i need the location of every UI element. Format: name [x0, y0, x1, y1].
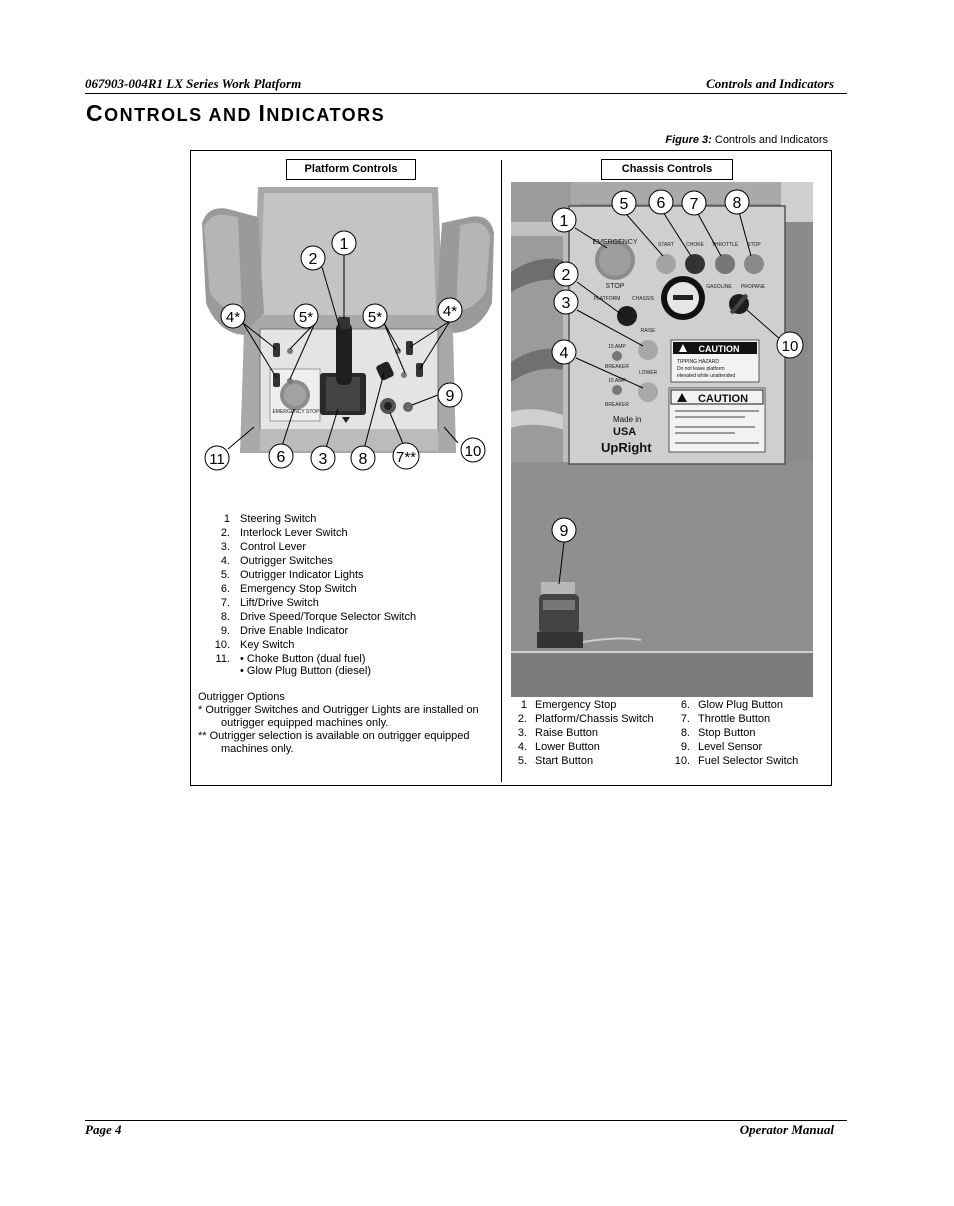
callout-c6: 6: [657, 195, 666, 212]
figure-frame: [190, 150, 832, 786]
breaker-label-2: BREAKER: [605, 402, 629, 408]
made-in-text: Made in: [613, 415, 641, 424]
caution-1-line1: TIPPING HAZARD: [677, 359, 719, 365]
callout-5b: 5*: [368, 309, 382, 326]
list-item: 10.Fuel Selector Switch: [674, 755, 799, 767]
chassis-emergency-text: EMERGENCY: [592, 239, 637, 246]
choke-label: CHOKE: [686, 242, 704, 248]
gasoline-label: GASOLINE: [706, 284, 732, 290]
start-label: START: [658, 242, 674, 248]
callout-4b: 4*: [443, 303, 457, 320]
caution-2-title: CAUTION: [698, 393, 748, 405]
callout-9: 9: [446, 388, 455, 405]
chassis-controls-label: Chassis Controls: [601, 159, 733, 180]
outrigger-options-heading: Outrigger Options: [198, 691, 285, 703]
platform-estop-text: EMERGENCY STOP: [272, 409, 320, 415]
callout-7: 7**: [396, 449, 416, 466]
throttle-label: THROTTLE: [712, 242, 739, 248]
list-item: 4.Lower Button: [517, 741, 600, 753]
list-item: • Glow Plug Button (diesel): [240, 665, 372, 677]
stop-label-small: STOP: [747, 242, 761, 248]
outrigger-note-2: ** Outrigger selection is available on o…: [198, 730, 470, 755]
callout-c2: 2: [562, 267, 571, 284]
list-item: 2.Platform/Chassis Switch: [517, 713, 654, 725]
list-item: 6.Emergency Stop Switch: [220, 583, 357, 595]
callout-c4: 4: [560, 345, 569, 362]
list-item: 8.Drive Speed/Torque Selector Switch: [220, 611, 417, 623]
platform-controls-label: Platform Controls: [286, 159, 416, 180]
callout-8: 8: [359, 451, 368, 468]
caution-1-title: CAUTION: [699, 344, 740, 354]
figure-caption: Figure 3: Controls and Indicators: [665, 134, 828, 146]
figure-divider: [501, 160, 502, 782]
list-item: 5.Start Button: [517, 755, 594, 767]
amp-label-2: 15 AMP: [608, 378, 626, 384]
usa-text: USA: [613, 426, 636, 438]
list-item: 2.Interlock Lever Switch: [220, 527, 348, 539]
list-item: 9.Level Sensor: [680, 741, 763, 753]
platform-label: PLATFORM: [594, 296, 621, 302]
callout-1: 1: [340, 236, 349, 253]
callout-c8: 8: [733, 195, 742, 212]
outrigger-note-1: * Outrigger Switches and Outrigger Light…: [198, 704, 479, 729]
list-item: 7.Lift/Drive Switch: [220, 597, 319, 609]
callout-c5: 5: [620, 196, 629, 213]
page-number: Page 4: [85, 1122, 122, 1137]
list-item: 3.Control Lever: [220, 541, 307, 553]
amp-label-1: 15 AMP: [608, 344, 626, 350]
callout-c3: 3: [562, 295, 571, 312]
list-item: 8.Stop Button: [680, 727, 756, 739]
callout-4a: 4*: [226, 309, 240, 326]
callout-c7: 7: [690, 196, 699, 213]
caution-1-line3: elevated while unattended: [677, 373, 735, 379]
callout-5a: 5*: [299, 309, 313, 326]
list-item: 10.Key Switch: [214, 639, 295, 651]
platform-photo-svg: EMERGENCY STOP 1: [198, 183, 498, 483]
running-header-right: Controls and Indicators: [706, 76, 834, 91]
callout-c9: 9: [560, 523, 569, 540]
list-item: 4.Outrigger Switches: [220, 555, 333, 567]
page-title: CONTROLS AND INDICATORS: [86, 100, 386, 126]
callout-3: 3: [319, 451, 328, 468]
platform-controls-photo: EMERGENCY STOP 1: [198, 183, 498, 483]
callout-c1: 1: [560, 213, 569, 230]
chassis-legend-right: 6.Glow Plug Button 7.Throttle Button 8.S…: [672, 698, 799, 768]
callout-2: 2: [309, 251, 318, 268]
chassis-callouts: 1 2 3 4 5 6 7 8 10 9: [551, 189, 804, 543]
callout-10: 10: [465, 443, 482, 460]
chassis-photo-svg: EMERGENCY STOP START CHOKE THROTTLE STOP…: [511, 182, 813, 697]
callout-c10: 10: [782, 338, 799, 355]
raise-label: RAISE: [640, 328, 656, 334]
list-item: 11.• Choke Button (dual fuel): [215, 653, 366, 665]
lower-label: LOWER: [639, 370, 658, 376]
running-header-left: 067903-004R1 LX Series Work Platform: [85, 76, 302, 91]
chassis-controls-photo: EMERGENCY STOP START CHOKE THROTTLE STOP…: [511, 182, 813, 697]
list-item: 5.Outrigger Indicator Lights: [220, 569, 364, 581]
list-item: 6.Glow Plug Button: [680, 699, 783, 711]
footer-title: Operator Manual: [739, 1122, 834, 1137]
list-item: 3.Raise Button: [517, 727, 598, 739]
outrigger-options: Outrigger Options * Outrigger Switches a…: [198, 691, 494, 756]
callout-11: 11: [209, 451, 225, 468]
chassis-stop-text: STOP: [606, 283, 625, 290]
footer-rule: [85, 1120, 847, 1121]
header-rule: [85, 93, 847, 94]
list-item: 9.Drive Enable Indicator: [220, 625, 349, 637]
propane-label: PROPANE: [741, 284, 766, 290]
brand-logo: UpRight: [601, 440, 652, 455]
callout-6: 6: [277, 449, 286, 466]
chassis-label: CHASSIS: [632, 296, 655, 302]
caution-1-line2: Do not leave platform: [677, 366, 725, 372]
platform-callouts: 1 2 4* 5* 5* 4* 9 10 11 6 3 8 7**: [204, 230, 486, 471]
list-item: 7.Throttle Button: [680, 713, 771, 725]
breaker-label-1: BREAKER: [605, 364, 629, 370]
